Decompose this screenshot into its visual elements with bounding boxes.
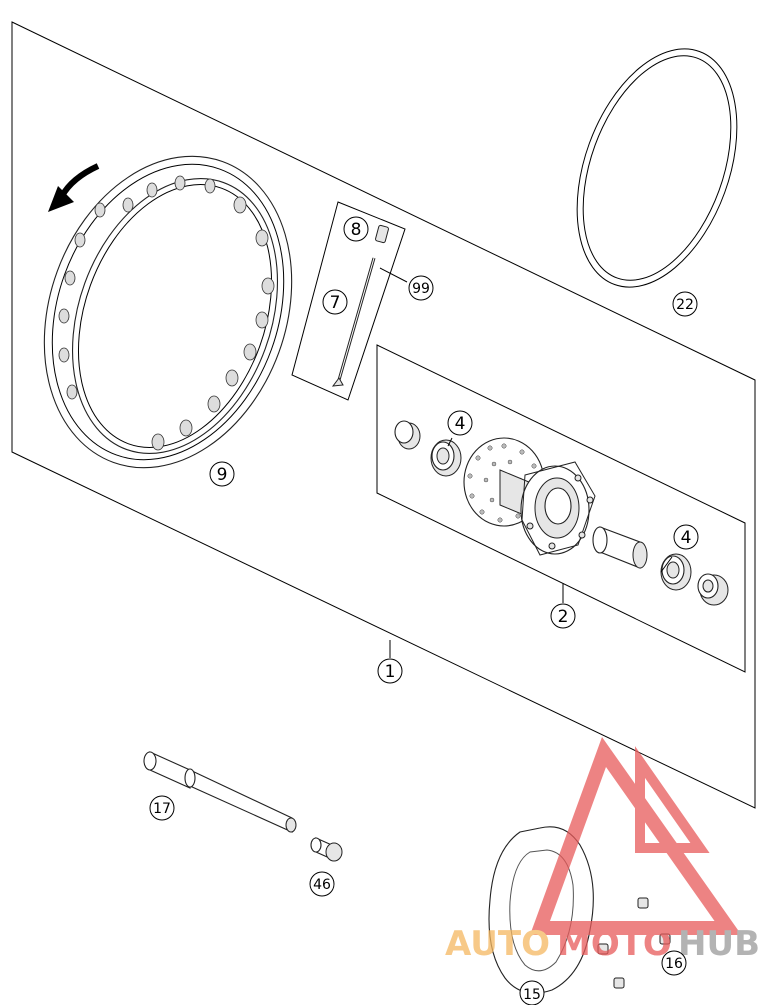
- svg-text:8: 8: [351, 220, 362, 240]
- watermark-text-auto: AUTO: [445, 924, 550, 964]
- callout-9: 9: [209, 461, 235, 487]
- callout-4-left: 4: [447, 410, 473, 436]
- callout-8: 8: [343, 216, 369, 242]
- svg-text:46: 46: [313, 877, 331, 893]
- rotation-arrow-icon: [48, 163, 100, 212]
- callout-16: 16: [661, 950, 687, 976]
- collar-nut: [310, 837, 343, 862]
- bearing-right: [660, 553, 692, 591]
- rim-band: [576, 48, 738, 288]
- callout-17: 17: [149, 795, 175, 821]
- callout-1: 1: [377, 658, 403, 684]
- watermark-text-moto: MOTO: [557, 924, 672, 964]
- hub-spacer-tube: [592, 526, 648, 569]
- brake-disc-screws: [597, 897, 671, 989]
- rim: [43, 155, 293, 469]
- hub-body: [463, 437, 596, 556]
- watermark-text-hub: HUB: [678, 924, 760, 964]
- wheel-spindle: [143, 751, 297, 833]
- svg-text:99: 99: [412, 281, 430, 297]
- callout-2: 2: [550, 603, 576, 629]
- hub-assembly-panel: [376, 344, 746, 673]
- svg-text:2: 2: [558, 607, 569, 627]
- svg-text:16: 16: [665, 956, 683, 972]
- watermark-logo: AUTO MOTO HUB: [445, 737, 760, 964]
- callout-15: 15: [519, 980, 545, 1005]
- callout-22: 22: [672, 291, 698, 317]
- svg-text:15: 15: [523, 987, 541, 1003]
- rim-spoke-holes: [58, 175, 275, 451]
- svg-text:17: 17: [153, 801, 171, 817]
- svg-text:4: 4: [455, 414, 466, 434]
- callout-7: 7: [322, 289, 348, 315]
- callout-46: 46: [309, 871, 335, 897]
- callout-99: 99: [408, 275, 434, 301]
- callout-4-right: 4: [673, 524, 699, 550]
- svg-text:1: 1: [385, 662, 396, 682]
- spacer-left: [394, 420, 421, 450]
- callouts: 1 2 4 4 7 8 9 15: [149, 216, 699, 1005]
- svg-text:9: 9: [217, 465, 228, 485]
- spoke: [331, 257, 376, 387]
- bearing-left: [430, 439, 462, 477]
- spoke-nipple: [375, 224, 389, 244]
- leader-lines: [379, 267, 673, 658]
- wheel-assembly-panel: [11, 21, 756, 809]
- spoke-kit-panel: [291, 201, 406, 401]
- svg-text:4: 4: [681, 528, 692, 548]
- svg-text:7: 7: [330, 293, 341, 313]
- svg-text:22: 22: [676, 297, 694, 313]
- spacer-right: [697, 573, 729, 606]
